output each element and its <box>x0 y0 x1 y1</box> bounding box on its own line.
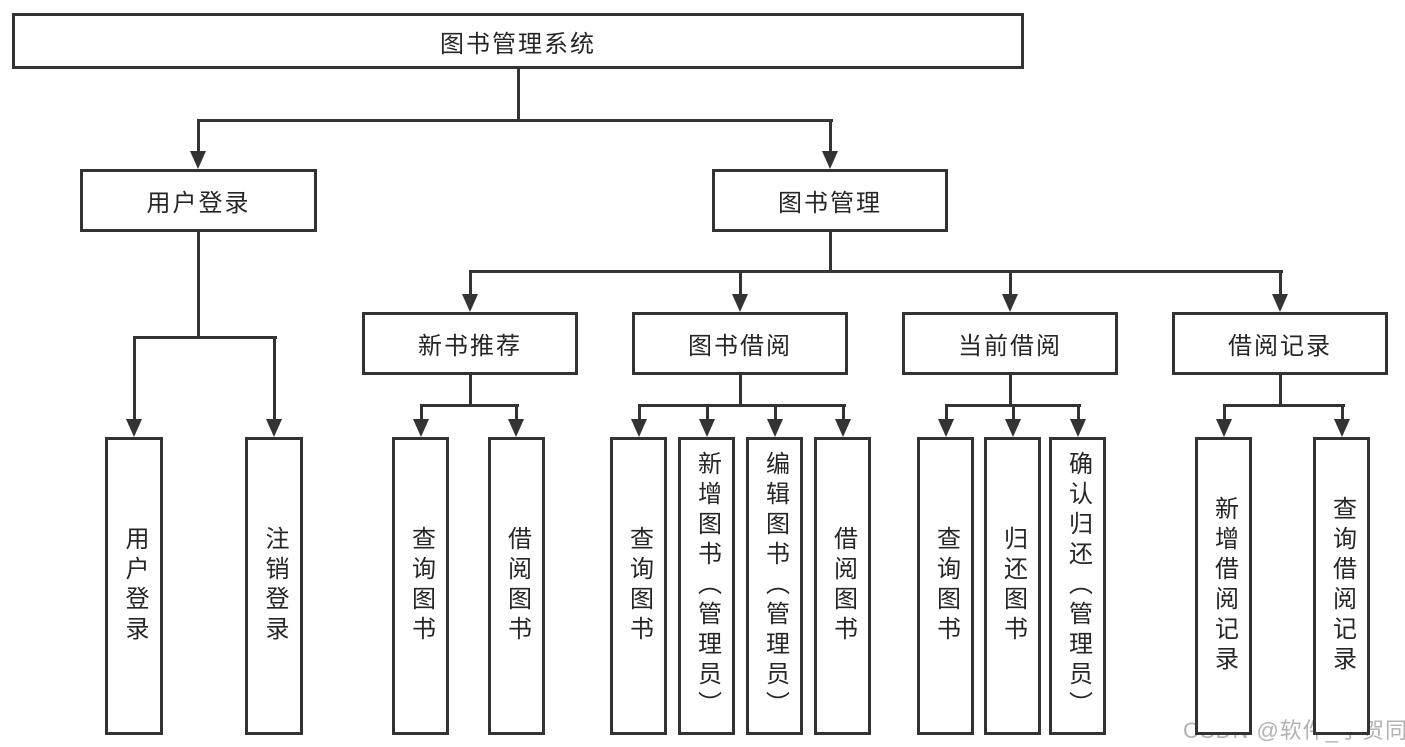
connector-line <box>132 335 277 339</box>
node-label: 查询图书 <box>625 526 653 646</box>
connector-line <box>196 120 200 155</box>
node-label: 新书推荐 <box>418 333 522 360</box>
node-label: 借阅记录 <box>1228 333 1332 360</box>
connector-line <box>514 405 518 423</box>
arrow-down-icon <box>266 419 282 437</box>
node-root: 图书管理系统 <box>12 13 1024 69</box>
connector-line <box>419 403 519 407</box>
node-label: 图书借阅 <box>688 333 792 360</box>
node-label: 用户登录 <box>121 526 148 646</box>
node-leaf-edit-book: 编辑图书（管理员） <box>746 437 803 735</box>
node-leaf-borrow-book-2: 借阅图书 <box>814 437 871 735</box>
arrow-down-icon <box>508 419 524 437</box>
node-new-book-rec: 新书推荐 <box>362 312 578 375</box>
connector-line <box>1222 405 1226 423</box>
arrow-down-icon <box>835 419 851 437</box>
connector-line <box>841 405 845 423</box>
node-current-borrow: 当前借阅 <box>902 312 1118 375</box>
connector-line <box>944 405 948 423</box>
node-leaf-borrow-book-1: 借阅图书 <box>488 437 545 735</box>
connector-line <box>1340 405 1344 423</box>
node-leaf-query-book-3: 查询图书 <box>917 437 974 735</box>
node-label: 图书管理系统 <box>440 30 596 58</box>
arrow-down-icon <box>1005 419 1021 437</box>
node-leaf-logout: 注销登录 <box>245 437 303 735</box>
node-borrow-records: 借阅记录 <box>1172 312 1388 375</box>
node-label: 新增借阅记录 <box>1210 496 1238 676</box>
node-leaf-confirm-return: 确认归还（管理员） <box>1049 437 1106 735</box>
connector-line <box>1008 375 1012 407</box>
arrow-down-icon <box>1334 419 1350 437</box>
connector-line <box>516 69 520 122</box>
connector-line <box>468 271 472 298</box>
connector-line <box>468 375 472 407</box>
node-leaf-user-login: 用户登录 <box>105 437 163 735</box>
connector-line <box>132 337 136 423</box>
node-label: 新增图书（管理员） <box>693 451 721 721</box>
node-label: 归还图书 <box>999 526 1027 646</box>
arrow-down-icon <box>1070 419 1086 437</box>
arrow-down-icon <box>767 419 783 437</box>
node-label: 用户登录 <box>146 190 251 217</box>
node-label: 借阅图书 <box>829 526 857 646</box>
arrow-down-icon <box>732 294 748 312</box>
connector-line <box>637 403 846 407</box>
arrow-down-icon <box>413 419 429 437</box>
connector-line <box>419 405 423 423</box>
connector-line <box>828 120 832 155</box>
arrow-down-icon <box>1002 294 1018 312</box>
arrow-down-icon <box>631 419 647 437</box>
node-label: 确认归还（管理员） <box>1064 451 1092 721</box>
connector-line <box>1278 375 1282 407</box>
node-label: 图书管理 <box>778 190 882 217</box>
arrow-down-icon <box>699 419 715 437</box>
node-label: 查询图书 <box>407 526 435 646</box>
connector-line <box>773 405 777 423</box>
arrow-down-icon <box>1272 294 1288 312</box>
connector-line <box>196 118 833 122</box>
node-leaf-query-borrow-rec: 查询借阅记录 <box>1313 437 1370 735</box>
connector-line <box>1076 405 1080 423</box>
node-leaf-return-book: 归还图书 <box>984 437 1041 735</box>
node-label: 查询借阅记录 <box>1328 496 1356 676</box>
connector-line <box>468 269 1283 273</box>
connector-line <box>196 232 200 339</box>
node-book-mgmt: 图书管理 <box>712 169 948 232</box>
connector-line <box>1222 403 1345 407</box>
node-book-borrow: 图书借阅 <box>632 312 848 375</box>
node-leaf-add-book: 新增图书（管理员） <box>678 437 735 735</box>
node-leaf-add-borrow-rec: 新增借阅记录 <box>1195 437 1252 735</box>
arrow-down-icon <box>938 419 954 437</box>
node-label: 当前借阅 <box>958 333 1062 360</box>
arrow-down-icon <box>190 151 206 169</box>
connector-line <box>705 405 709 423</box>
node-user-login: 用户登录 <box>80 169 317 232</box>
node-leaf-query-book-2: 查询图书 <box>610 437 667 735</box>
connector-line <box>738 375 742 407</box>
arrow-down-icon <box>822 151 838 169</box>
arrow-down-icon <box>462 294 478 312</box>
connector-line <box>828 232 832 273</box>
connector-line <box>738 271 742 298</box>
node-label: 注销登录 <box>261 526 288 646</box>
connector-line <box>1278 271 1282 298</box>
connector-line <box>1011 405 1015 423</box>
arrow-down-icon <box>1216 419 1232 437</box>
node-label: 借阅图书 <box>503 526 531 646</box>
connector-line <box>272 337 276 423</box>
node-label: 查询图书 <box>932 526 960 646</box>
node-leaf-query-book-1: 查询图书 <box>392 437 449 735</box>
connector-line <box>637 405 641 423</box>
connector-line <box>1008 271 1012 298</box>
arrow-down-icon <box>126 419 142 437</box>
node-label: 编辑图书（管理员） <box>761 451 789 721</box>
